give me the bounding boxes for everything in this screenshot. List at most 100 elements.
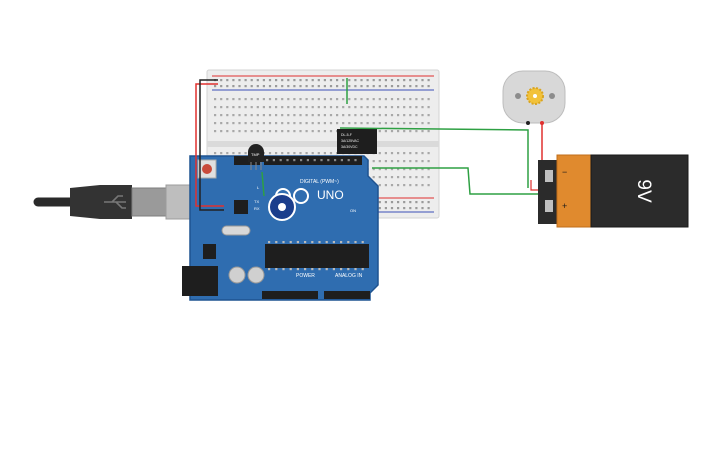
arduino-uno-board[interactable]: DIGITAL (PWM~) TX RX L ON UNO POW [182, 155, 379, 301]
usb-controller-chip [234, 200, 248, 214]
rail-hole [323, 79, 326, 82]
breadboard-hole [329, 152, 333, 155]
chip-pin [361, 268, 364, 271]
motor-terminal-red[interactable] [540, 121, 544, 125]
breadboard-hole [214, 98, 217, 101]
breadboard-hole [336, 122, 339, 125]
usb-symbol-icon [104, 195, 126, 209]
rail-hole [390, 79, 394, 82]
breadboard-hole [415, 152, 418, 155]
chip-pin [296, 241, 299, 244]
breadboard-hole [238, 152, 241, 155]
breadboard-hole [293, 122, 296, 125]
breadboard-hole [390, 114, 394, 117]
wire-red-battery[interactable] [530, 180, 540, 191]
breadboard-hole [397, 106, 400, 109]
dc-power-jack[interactable] [182, 266, 218, 296]
potentiometer[interactable] [268, 193, 296, 221]
battery-minus-label: − [562, 167, 567, 177]
breadboard-hole [299, 152, 302, 155]
rail-hole [403, 79, 406, 82]
motor-terminal-black[interactable] [526, 121, 530, 125]
breadboard-hole [311, 122, 314, 125]
breadboard-hole [232, 98, 235, 101]
rail-hole [421, 201, 424, 204]
breadboard-hole [354, 106, 357, 109]
reset-button-cap[interactable] [202, 164, 212, 174]
breadboard-hole [409, 98, 412, 101]
breadboard-hole [220, 106, 223, 109]
breadboard-hole [366, 106, 369, 109]
usb-cable[interactable] [33, 184, 198, 220]
breadboard-hole [311, 114, 314, 117]
wire-green-board[interactable] [261, 171, 265, 197]
battery-plus-label: + [562, 201, 567, 211]
breadboard-hole [427, 98, 430, 101]
breadboard-hole [421, 176, 424, 179]
on-label: ON [350, 208, 356, 213]
breadboard-hole [354, 98, 357, 101]
digital-header-left[interactable] [234, 156, 260, 165]
breadboard-center-channel [207, 141, 439, 147]
breadboard-hole [220, 98, 223, 101]
digital-header-label: DIGITAL (PWM~) [300, 179, 339, 185]
breadboard-hole [275, 152, 278, 155]
breadboard-hole [378, 168, 381, 171]
rail-hole [360, 79, 363, 82]
rail-hole [427, 201, 430, 204]
breadboard-hole [378, 98, 381, 101]
breadboard-hole [226, 122, 229, 125]
breadboard-hole [275, 106, 278, 109]
wire-black-ground[interactable] [199, 79, 224, 211]
breadboard-hole [390, 98, 394, 101]
chip-pin [347, 241, 350, 244]
breadboard-hole [336, 106, 339, 109]
battery-9v[interactable]: − + 9V [538, 154, 689, 228]
rail-hole [287, 79, 290, 82]
rail-hole [366, 85, 369, 88]
rail-hole [390, 207, 394, 210]
breadboard-hole [427, 176, 430, 179]
rail-hole [421, 207, 424, 210]
header-pin [279, 159, 282, 162]
wire-green-battery[interactable] [372, 167, 538, 195]
relay-label-1: DL-5-F [341, 133, 352, 137]
breadboard-hole [403, 106, 406, 109]
rail-hole [348, 85, 351, 88]
breadboard-hole [427, 184, 430, 187]
rail-hole [415, 85, 418, 88]
wire-green-motor[interactable] [339, 127, 529, 188]
breadboard-hole [366, 114, 369, 117]
l-led-label: L [257, 185, 260, 190]
analog-header-label: ANALOG IN [335, 273, 363, 279]
rail-hole [281, 79, 284, 82]
digital-header[interactable] [264, 156, 362, 165]
transistor-sensor[interactable]: TMP [248, 144, 264, 170]
breadboard-hole [372, 122, 375, 125]
chip-pin [332, 241, 335, 244]
breadboard-hole [403, 152, 406, 155]
breadboard-hole [415, 130, 418, 133]
power-header[interactable] [262, 291, 318, 299]
rail-hole [317, 79, 320, 82]
header-pin [320, 159, 323, 162]
dc-motor[interactable] [502, 70, 566, 125]
breadboard-hole [262, 114, 265, 117]
rail-hole [397, 79, 400, 82]
relay[interactable]: DL-5-F 3A/125VAC 3A/30VDC [337, 129, 377, 154]
digital-header-pins [266, 159, 357, 162]
breadboard-hole [390, 152, 394, 155]
breadboard-hole [378, 130, 381, 133]
breadboard-hole [305, 106, 308, 109]
breadboard-hole [268, 152, 272, 155]
breadboard-hole [232, 152, 235, 155]
breadboard-hole [378, 106, 381, 109]
breadboard-hole [317, 114, 320, 117]
wire-red-power[interactable] [195, 83, 224, 207]
analog-header[interactable] [324, 291, 370, 299]
breadboard-hole [250, 130, 253, 133]
breadboard-hole [397, 184, 400, 187]
tx-label: TX [254, 199, 259, 204]
rail-hole [378, 207, 381, 210]
